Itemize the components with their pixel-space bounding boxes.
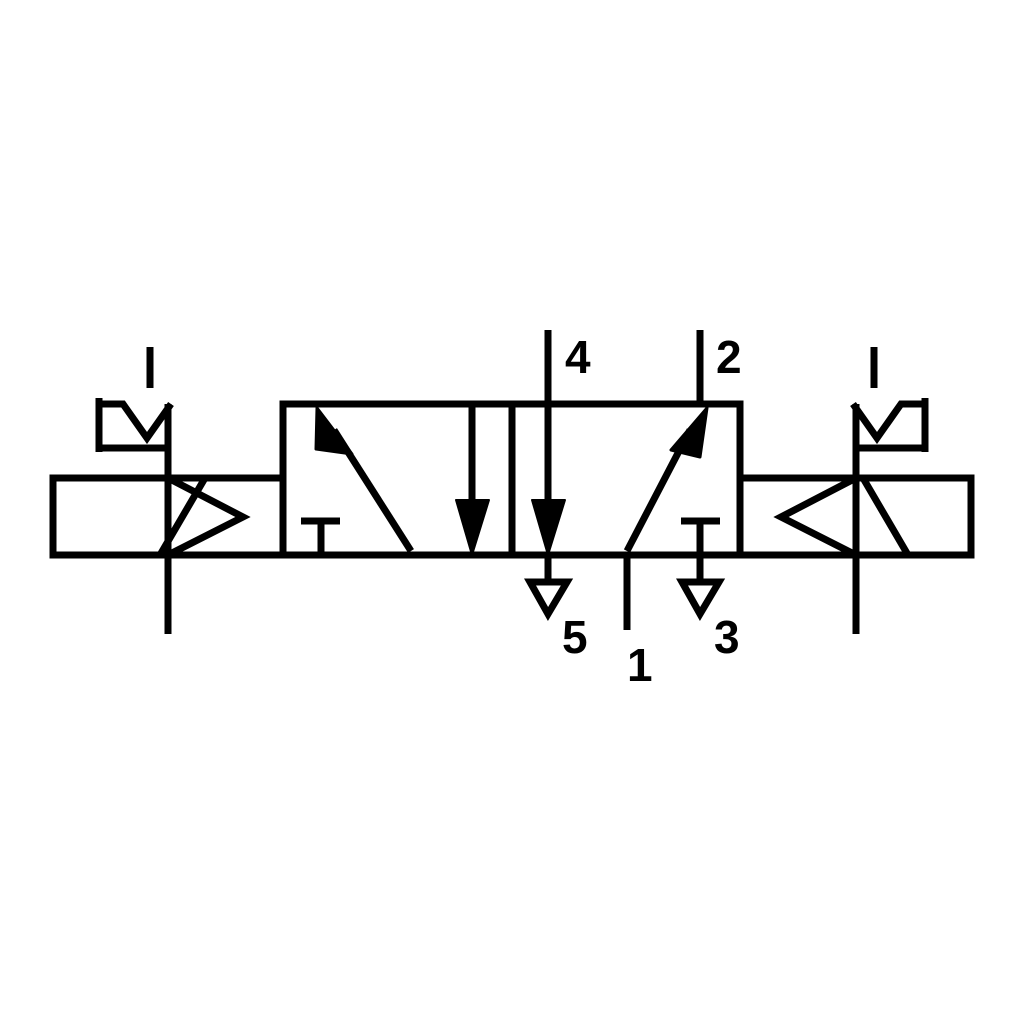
left-solenoid-pilot xyxy=(49,404,287,634)
down-arrow-left xyxy=(455,404,490,556)
valve-position-right xyxy=(531,404,720,556)
down-arrow-right xyxy=(531,404,566,556)
exhaust-symbols xyxy=(524,578,726,621)
down-arrowhead-right xyxy=(531,499,566,556)
port-connections xyxy=(544,330,704,630)
port-label-1: 1 xyxy=(627,639,653,691)
down-arrowhead-left xyxy=(455,499,490,556)
diagonal-flow-arrow-right xyxy=(623,406,709,553)
port-label-2: 2 xyxy=(716,331,742,383)
blocked-port-tee-right xyxy=(681,517,720,555)
port-labels: 4 2 5 1 3 xyxy=(562,331,742,691)
right-override-vee xyxy=(850,400,925,445)
exhaust-triangle-3 xyxy=(676,578,726,621)
port-label-5: 5 xyxy=(562,611,588,663)
right-solenoid-pilot xyxy=(736,404,975,634)
right-pilot-triangle xyxy=(773,472,860,561)
port-label-4: 4 xyxy=(565,331,591,383)
port-label-3: 3 xyxy=(714,611,740,663)
diagonal-flow-arrow-left xyxy=(314,406,414,553)
right-manual-override xyxy=(850,347,929,452)
valve-position-left xyxy=(301,404,490,556)
diagonal-arrowhead-left xyxy=(314,406,354,456)
diagonal-arrowhead-right xyxy=(669,406,709,459)
exhaust-triangle-5 xyxy=(524,578,574,621)
blocked-port-tee-left xyxy=(301,517,340,555)
valve-body xyxy=(279,400,744,559)
left-manual-override xyxy=(95,347,174,452)
right-solenoid-slash xyxy=(859,476,912,557)
left-override-vee xyxy=(99,400,174,445)
